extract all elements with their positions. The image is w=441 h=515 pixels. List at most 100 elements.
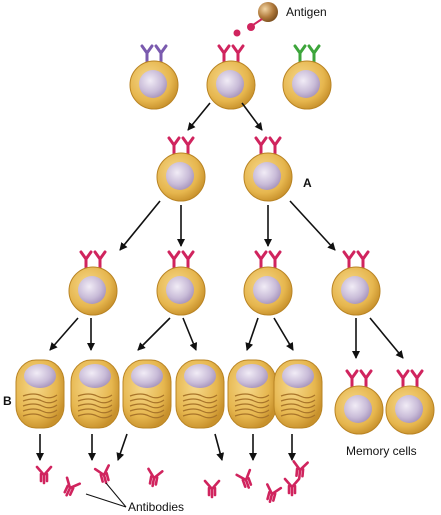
arrow: [187, 102, 211, 131]
b-cell-clone: [243, 136, 293, 202]
antigen-epitope: [247, 23, 255, 31]
b-cell-clone: [331, 250, 381, 316]
arrow: [49, 317, 79, 351]
rough-er: [129, 408, 165, 414]
b-cell-selected: [206, 44, 256, 110]
antigen-group: [233, 2, 278, 37]
plasma-cell: [70, 359, 120, 429]
rough-er: [234, 408, 270, 414]
b-cell-clone: [68, 250, 118, 316]
antibody: [203, 479, 221, 499]
rough-er: [182, 393, 218, 399]
cell-nucleus: [292, 70, 320, 98]
rough-er: [129, 393, 165, 399]
antibody: [283, 477, 301, 497]
rough-er: [129, 413, 165, 419]
arrow: [289, 200, 336, 251]
memory-cells-label: Memory cells: [346, 444, 417, 458]
cell-nucleus: [184, 364, 216, 388]
rough-er: [182, 413, 218, 419]
b-cell-clone: [243, 250, 293, 316]
rough-er: [77, 403, 113, 409]
cell-nucleus: [78, 276, 106, 304]
cell-nucleus: [79, 364, 111, 388]
receptor: [396, 369, 424, 389]
cell-nucleus: [253, 162, 281, 190]
b-cell-clone: [156, 250, 206, 316]
receptor: [217, 44, 245, 64]
antibody: [292, 460, 309, 480]
rough-er: [234, 393, 270, 399]
receptor: [167, 250, 195, 270]
rough-er: [280, 408, 316, 414]
receptor: [254, 136, 282, 156]
rough-er: [22, 393, 58, 399]
rough-er: [77, 393, 113, 399]
rough-er: [182, 403, 218, 409]
cell-nucleus: [341, 276, 369, 304]
rough-er: [280, 398, 316, 404]
antibody: [63, 476, 82, 497]
rough-er: [280, 393, 316, 399]
rough-er: [22, 408, 58, 414]
rough-er: [129, 398, 165, 404]
antibodies-leader-line: [105, 482, 127, 508]
antibodies-label: Antibodies: [128, 500, 184, 514]
cell-nucleus: [166, 276, 194, 304]
rough-er: [182, 398, 218, 404]
arrow: [369, 317, 404, 359]
rough-er: [182, 408, 218, 414]
arrow: [119, 200, 161, 251]
antigen-ball: [258, 2, 278, 22]
arrow: [273, 317, 294, 351]
b-cell-clone: [156, 136, 206, 202]
receptor: [345, 369, 373, 389]
arrow: [116, 433, 128, 461]
receptor: [167, 136, 195, 156]
rough-er: [280, 413, 316, 419]
antibody: [147, 467, 164, 488]
cell-nucleus: [282, 364, 314, 388]
cell-nucleus: [24, 364, 56, 388]
antibody: [93, 464, 110, 485]
plasma-cell: [15, 359, 65, 429]
arrow: [241, 102, 263, 131]
cell-nucleus: [253, 276, 281, 304]
antibody: [35, 465, 53, 485]
antibody: [266, 483, 283, 504]
cell-nucleus: [166, 162, 194, 190]
arrow: [245, 317, 259, 351]
antigen-stalk: [252, 18, 263, 26]
b-cell-green-receptor: [282, 44, 332, 110]
rough-er: [77, 408, 113, 414]
label-b: B: [3, 394, 12, 408]
receptor: [79, 250, 107, 270]
receptor: [140, 44, 168, 64]
cell-nucleus: [344, 395, 372, 423]
antigen-epitope: [233, 29, 241, 37]
cell-nucleus: [216, 70, 244, 98]
receptor: [254, 250, 282, 270]
cell-nucleus: [395, 395, 423, 423]
b-cell-purple-receptor: [129, 44, 179, 110]
rough-er: [77, 413, 113, 419]
arrow: [214, 433, 225, 461]
plasma-cell: [273, 359, 323, 429]
antigen-label: Antigen: [286, 5, 327, 19]
rough-er: [22, 398, 58, 404]
receptor: [293, 44, 321, 64]
rough-er: [77, 398, 113, 404]
cell-nucleus: [131, 364, 163, 388]
antibodies-leader-line: [85, 493, 127, 508]
rough-er: [234, 398, 270, 404]
arrow: [182, 317, 198, 351]
plasma-cell: [227, 359, 277, 429]
memory-cell: [334, 369, 384, 435]
rough-er: [22, 403, 58, 409]
antibody: [235, 468, 253, 489]
plasma-cell: [122, 359, 172, 429]
cell-nucleus: [139, 70, 167, 98]
receptor: [342, 250, 370, 270]
rough-er: [280, 403, 316, 409]
